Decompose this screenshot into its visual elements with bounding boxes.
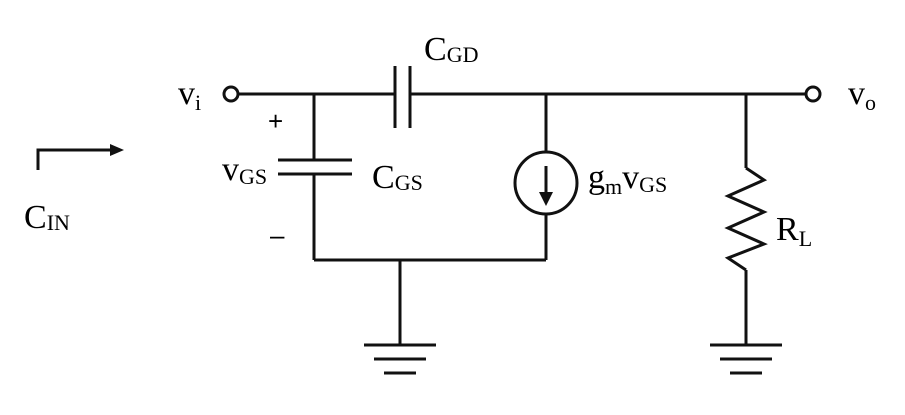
capacitor-cgs xyxy=(278,158,352,176)
wires xyxy=(238,92,806,345)
current-source-label: gmvGS xyxy=(588,159,667,199)
output-terminal xyxy=(804,85,822,103)
cgd-label: CGD xyxy=(424,31,478,68)
capacitor-cgd xyxy=(393,66,412,128)
ground-left-icon xyxy=(364,343,436,375)
cgs-label: CGS xyxy=(372,159,423,196)
current-source xyxy=(513,150,579,216)
input-terminal xyxy=(222,85,240,103)
ground-right-icon xyxy=(710,343,782,375)
minus-sign: – xyxy=(270,220,285,250)
rl-label: RL xyxy=(776,211,812,251)
cin-label: CIN xyxy=(24,199,70,236)
input-node-label: vi xyxy=(178,75,201,115)
plus-sign: + xyxy=(268,106,283,136)
resistor-rl xyxy=(724,166,768,272)
vgs-label: vGS xyxy=(222,151,267,189)
current-arrow-head xyxy=(539,192,553,206)
output-node-label: vo xyxy=(848,75,876,115)
cin-arrow-icon xyxy=(36,144,124,170)
